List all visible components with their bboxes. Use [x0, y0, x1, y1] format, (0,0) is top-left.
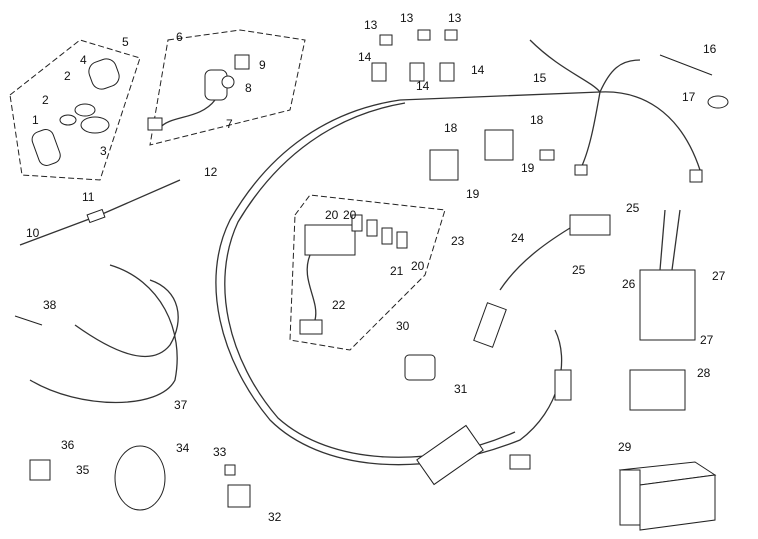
callout-13: 13 [448, 11, 462, 25]
callout-35: 35 [76, 463, 90, 477]
callout-29: 29 [618, 440, 632, 454]
callout-6: 6 [176, 30, 183, 44]
callout-18: 18 [444, 121, 458, 135]
callout-25: 25 [626, 201, 640, 215]
callout-21: 21 [390, 264, 404, 278]
callout-24: 24 [511, 231, 525, 245]
group-box-fuse [289, 194, 446, 351]
callout-28: 28 [697, 366, 711, 380]
callout-20: 20 [343, 208, 357, 222]
battery-29 [618, 461, 717, 531]
callout-12: 12 [204, 165, 218, 179]
callout-27: 27 [712, 269, 726, 283]
callout-14: 14 [358, 50, 372, 64]
callout-38: 38 [43, 298, 57, 312]
callout-2: 2 [42, 93, 49, 107]
callout-13: 13 [364, 18, 378, 32]
callout-31: 31 [454, 382, 468, 396]
relay-32 [227, 484, 251, 508]
regulator-26 [639, 269, 696, 341]
callout-14: 14 [471, 63, 485, 77]
callout-14: 14 [416, 79, 430, 93]
callout-9: 9 [259, 58, 266, 72]
bolt-16 [659, 54, 713, 76]
callout-20: 20 [411, 259, 425, 273]
callout-27: 27 [700, 333, 714, 347]
callout-7: 7 [226, 117, 233, 131]
callout-3: 3 [100, 144, 107, 158]
wire-38 [14, 315, 43, 326]
fuse-33 [224, 464, 236, 476]
callout-5: 5 [122, 35, 129, 49]
callout-15: 15 [533, 71, 547, 85]
horn-34 [114, 445, 166, 511]
bulb-36 [29, 459, 51, 481]
callout-22: 22 [332, 298, 346, 312]
callout-25: 25 [572, 263, 586, 277]
callout-33: 33 [213, 445, 227, 459]
main-wire-harness [215, 39, 703, 486]
callout-32: 32 [268, 510, 282, 524]
callout-19: 19 [521, 161, 535, 175]
callout-1: 1 [32, 113, 39, 127]
callout-16: 16 [703, 42, 717, 56]
callout-23: 23 [451, 234, 465, 248]
callout-19: 19 [466, 187, 480, 201]
callout-20: 20 [325, 208, 339, 222]
callout-36: 36 [61, 438, 75, 452]
switch-assembly [147, 54, 250, 131]
battery-cables-37 [29, 264, 178, 404]
horn-relay-31 [404, 354, 436, 381]
callout-11: 11 [82, 190, 95, 204]
ignition-switch-parts [31, 58, 120, 166]
cdi-28 [629, 369, 686, 411]
callout-8: 8 [245, 81, 252, 95]
callout-37: 37 [174, 398, 188, 412]
relay-19a [429, 149, 459, 181]
clamp-17 [707, 95, 729, 109]
callout-4: 4 [80, 53, 87, 67]
callout-18: 18 [530, 113, 544, 127]
group-box-ignition [9, 39, 141, 181]
relays-13-14 [371, 29, 458, 82]
coil-cable-24 [499, 224, 576, 291]
callout-13: 13 [400, 11, 414, 25]
callout-30: 30 [396, 319, 410, 333]
callout-17: 17 [682, 90, 696, 104]
callout-34: 34 [176, 441, 190, 455]
relay-19b [484, 129, 514, 161]
callout-10: 10 [26, 226, 40, 240]
callout-2: 2 [64, 69, 71, 83]
callout-26: 26 [622, 277, 636, 291]
fuse-box-22 [299, 214, 408, 335]
